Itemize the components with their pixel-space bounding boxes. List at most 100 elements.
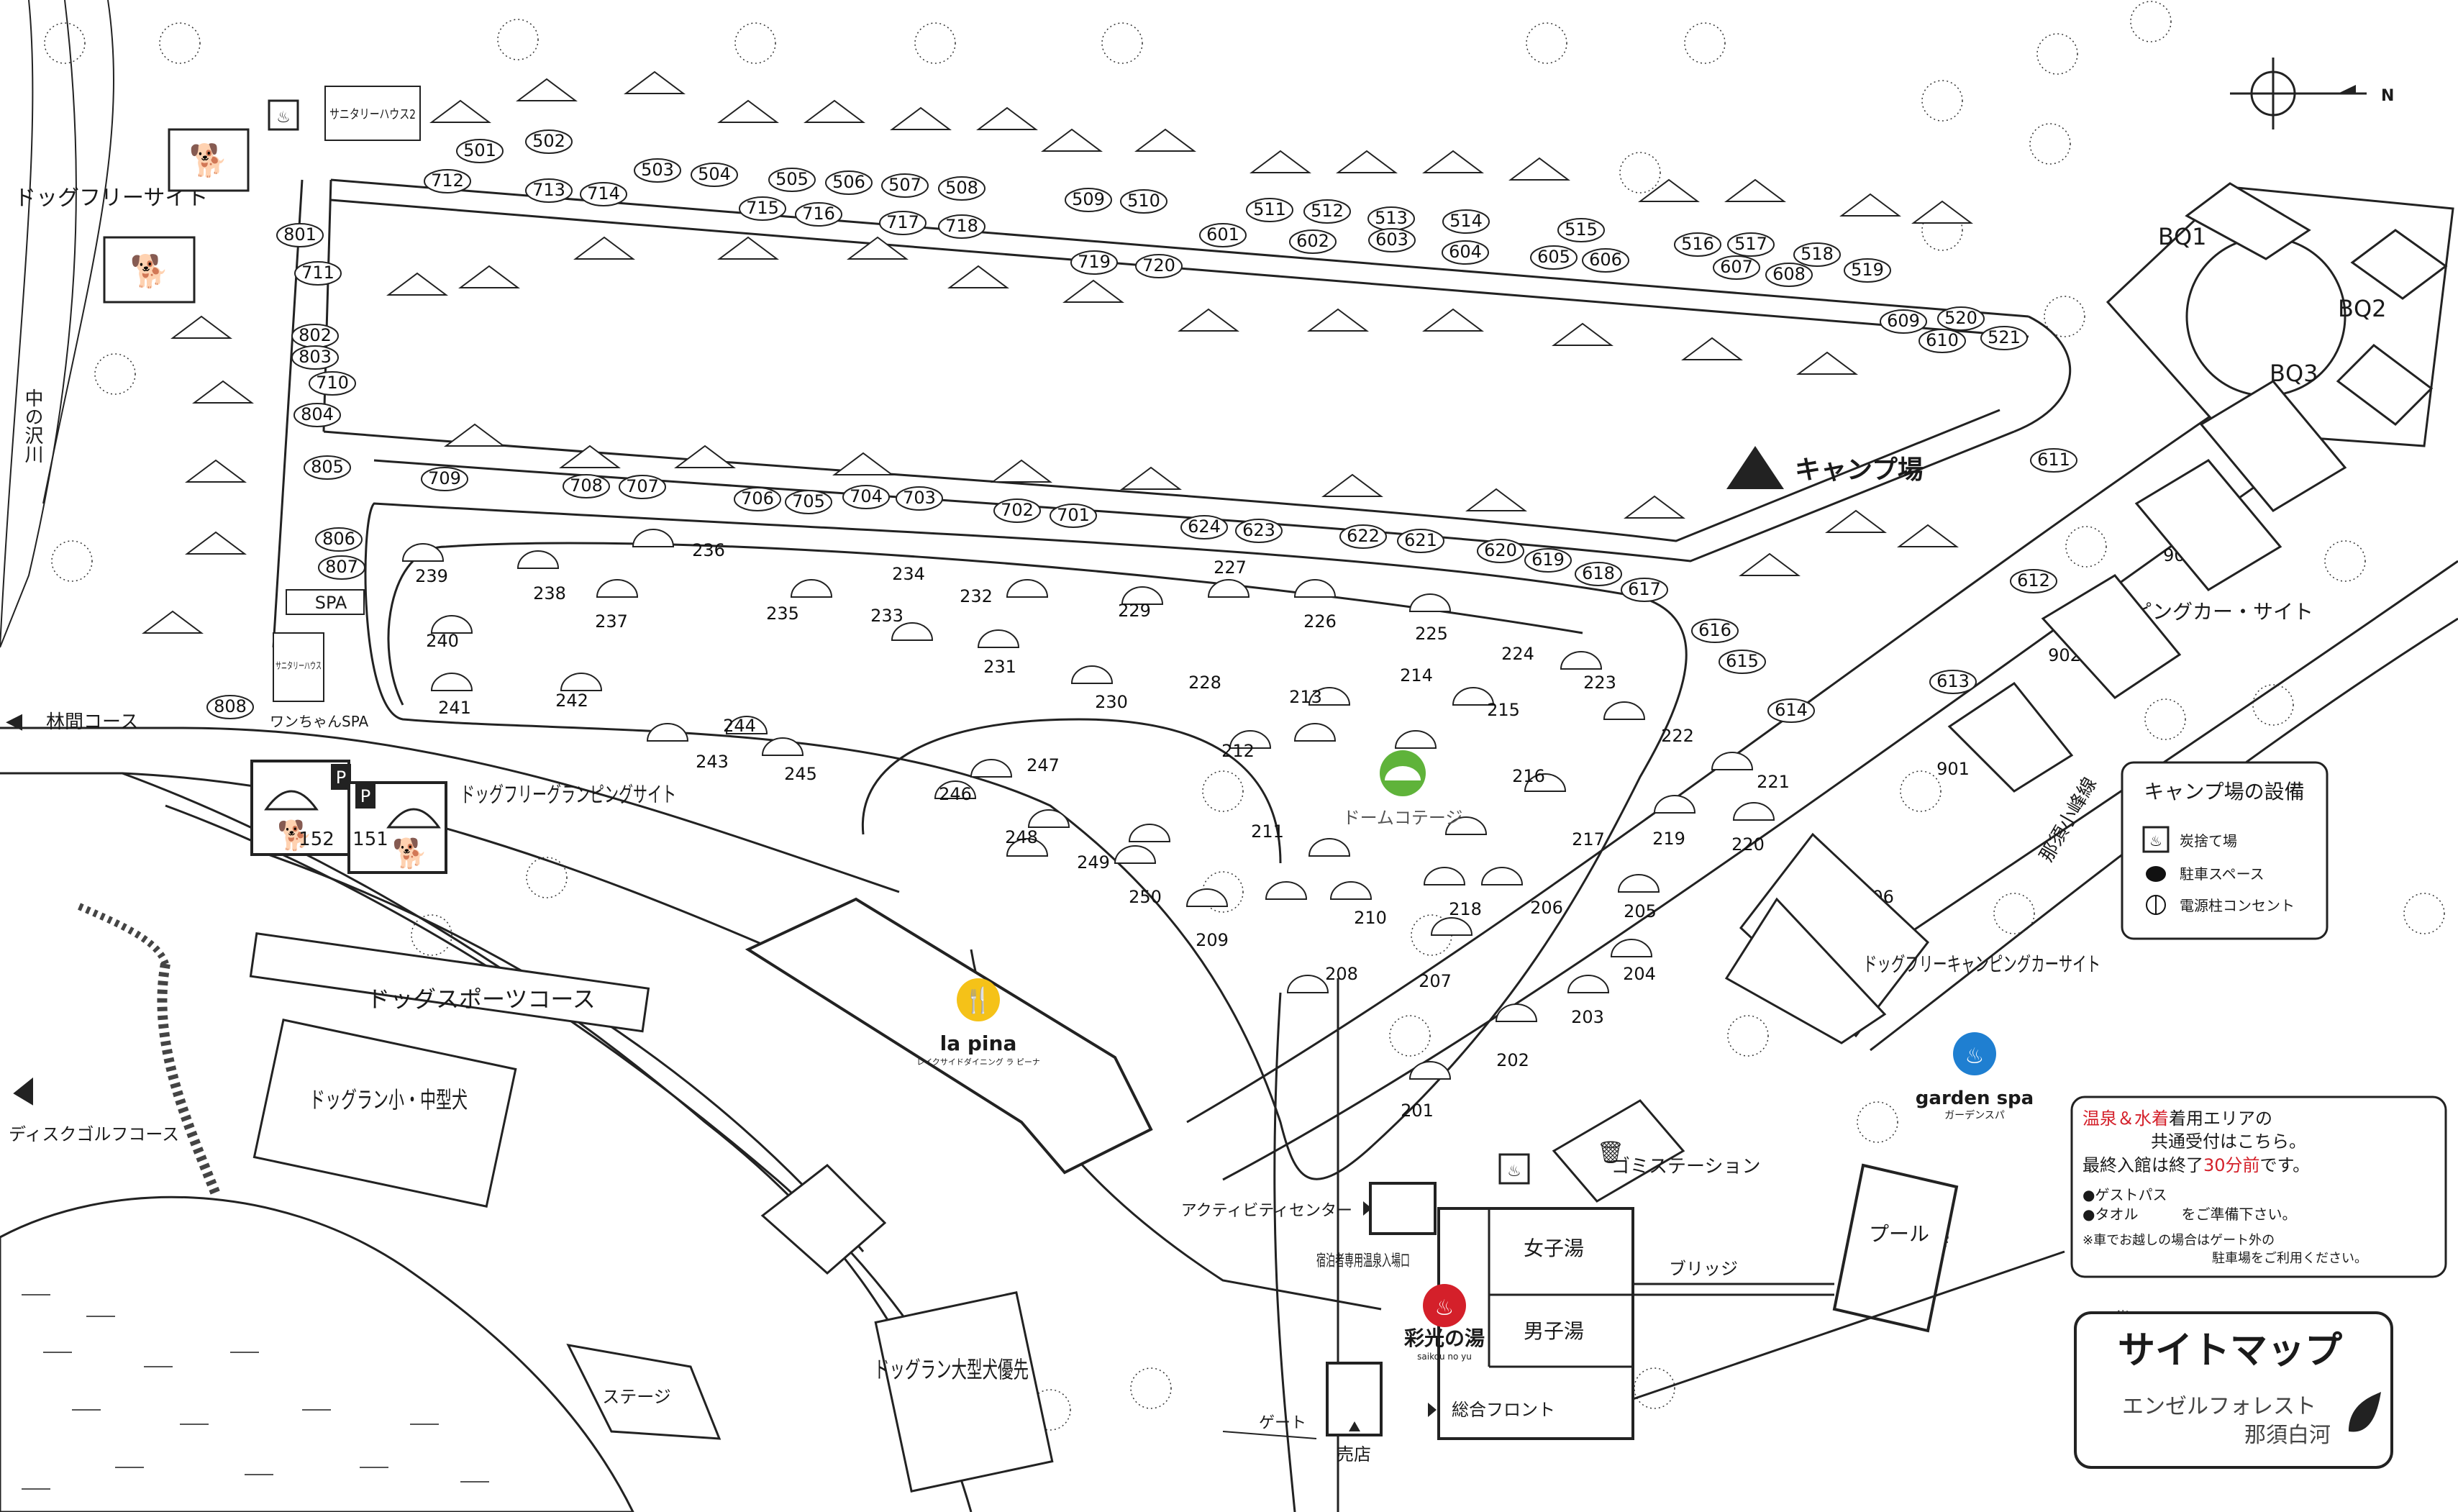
site-225[interactable]: 225 — [1415, 624, 1448, 644]
site-704[interactable]: 704 — [850, 486, 883, 506]
site-513[interactable]: 513 — [1375, 208, 1408, 228]
site-621[interactable]: 621 — [1404, 530, 1437, 550]
site-622[interactable]: 622 — [1347, 526, 1380, 546]
site-603[interactable]: 603 — [1375, 229, 1408, 250]
site-505[interactable]: 505 — [775, 169, 809, 189]
site-504[interactable]: 504 — [698, 164, 731, 184]
rinkan-label[interactable]: 林間コース — [46, 711, 139, 733]
site-242[interactable]: 242 — [555, 691, 588, 711]
site-208[interactable]: 208 — [1325, 964, 1358, 984]
site-211[interactable]: 211 — [1251, 821, 1284, 842]
site-238[interactable]: 238 — [533, 583, 566, 604]
site-519[interactable]: 519 — [1851, 260, 1884, 280]
site-250[interactable]: 250 — [1129, 887, 1162, 907]
site-212[interactable]: 212 — [1221, 741, 1255, 761]
site-503[interactable]: 503 — [641, 160, 674, 180]
site-237[interactable]: 237 — [595, 611, 628, 632]
site-508[interactable]: 508 — [945, 178, 978, 198]
site-516[interactable]: 516 — [1681, 234, 1714, 254]
site-619[interactable]: 619 — [1531, 550, 1565, 570]
site-521[interactable]: 521 — [1988, 327, 2021, 347]
site-804[interactable]: 804 — [301, 404, 334, 424]
site-239[interactable]: 239 — [415, 566, 448, 586]
site-702[interactable]: 702 — [1001, 500, 1034, 520]
activity-label[interactable]: アクティビティセンター — [1181, 1202, 1352, 1220]
site-248[interactable]: 248 — [1005, 827, 1038, 847]
site-502[interactable]: 502 — [532, 131, 565, 151]
site-720[interactable]: 720 — [1142, 255, 1175, 275]
site-206[interactable]: 206 — [1530, 898, 1563, 918]
site-215[interactable]: 215 — [1487, 700, 1520, 720]
site-712[interactable]: 712 — [431, 170, 464, 191]
site-613[interactable]: 613 — [1936, 671, 1970, 691]
site-707[interactable]: 707 — [626, 476, 659, 496]
site-514[interactable]: 514 — [1449, 211, 1483, 231]
site-245[interactable]: 245 — [784, 764, 817, 784]
site-509[interactable]: 509 — [1072, 189, 1105, 209]
site-241[interactable]: 241 — [438, 698, 471, 718]
site-624[interactable]: 624 — [1188, 516, 1221, 537]
site-221[interactable]: 221 — [1757, 772, 1790, 792]
site-232[interactable]: 232 — [960, 586, 993, 606]
site-807[interactable]: 807 — [325, 557, 358, 577]
site-710[interactable]: 710 — [316, 373, 349, 393]
site-602[interactable]: 602 — [1296, 231, 1329, 251]
site-607[interactable]: 607 — [1720, 257, 1753, 277]
site-716[interactable]: 716 — [802, 204, 835, 224]
site-611[interactable]: 611 — [2037, 450, 2070, 470]
site-226[interactable]: 226 — [1303, 611, 1337, 632]
site-801[interactable]: 801 — [283, 224, 317, 245]
site-802[interactable]: 802 — [299, 325, 332, 345]
site-604[interactable]: 604 — [1449, 242, 1482, 262]
site-218[interactable]: 218 — [1449, 899, 1482, 919]
site-616[interactable]: 616 — [1698, 620, 1731, 640]
site-717[interactable]: 717 — [886, 212, 919, 232]
la-pina-label[interactable]: la pina — [940, 1031, 1017, 1055]
site-512[interactable]: 512 — [1311, 201, 1344, 221]
site-213[interactable]: 213 — [1289, 687, 1322, 707]
site-615[interactable]: 615 — [1726, 651, 1759, 671]
site-808[interactable]: 808 — [214, 696, 247, 716]
site-520[interactable]: 520 — [1944, 308, 1977, 328]
site-703[interactable]: 703 — [903, 488, 936, 508]
site-510[interactable]: 510 — [1127, 191, 1160, 211]
site-610[interactable]: 610 — [1926, 330, 1959, 350]
onsen-entry-label[interactable]: 宿泊者専用温泉入場口 — [1316, 1252, 1410, 1270]
site-224[interactable]: 224 — [1501, 644, 1534, 664]
site-233[interactable]: 233 — [870, 606, 903, 626]
site-705[interactable]: 705 — [792, 491, 825, 511]
site-234[interactable]: 234 — [892, 564, 925, 584]
garden-spa-label[interactable]: garden spa — [1916, 1088, 2034, 1109]
site-231[interactable]: 231 — [983, 657, 1016, 677]
site-230[interactable]: 230 — [1095, 692, 1128, 712]
site-620[interactable]: 620 — [1484, 540, 1517, 560]
site-708[interactable]: 708 — [570, 475, 603, 496]
site-701[interactable]: 701 — [1057, 505, 1090, 525]
disc-golf-label[interactable]: ディスクゴルフコース — [9, 1124, 179, 1144]
site-202[interactable]: 202 — [1496, 1050, 1529, 1070]
site-605[interactable]: 605 — [1537, 247, 1570, 267]
site-614[interactable]: 614 — [1775, 700, 1808, 720]
site-515[interactable]: 515 — [1565, 219, 1598, 240]
glamping-151[interactable]: 151 — [352, 829, 388, 850]
front-label[interactable]: 総合フロント — [1452, 1400, 1555, 1420]
site-609[interactable]: 609 — [1887, 311, 1920, 331]
site-511[interactable]: 511 — [1253, 199, 1286, 219]
site-244[interactable]: 244 — [723, 716, 756, 736]
site-236[interactable]: 236 — [692, 540, 725, 560]
site-713[interactable]: 713 — [532, 180, 565, 200]
site-617[interactable]: 617 — [1628, 579, 1661, 599]
site-222[interactable]: 222 — [1661, 726, 1694, 746]
site-608[interactable]: 608 — [1772, 264, 1806, 284]
site-501[interactable]: 501 — [463, 140, 496, 160]
site-718[interactable]: 718 — [945, 216, 978, 236]
site-217[interactable]: 217 — [1572, 829, 1605, 850]
site-806[interactable]: 806 — [322, 529, 355, 549]
site-618[interactable]: 618 — [1582, 563, 1615, 583]
site-518[interactable]: 518 — [1801, 244, 1834, 264]
site-228[interactable]: 228 — [1188, 673, 1221, 693]
site-507[interactable]: 507 — [888, 175, 921, 195]
site-706[interactable]: 706 — [741, 488, 774, 509]
site-207[interactable]: 207 — [1419, 971, 1452, 991]
site-204[interactable]: 204 — [1623, 964, 1656, 984]
